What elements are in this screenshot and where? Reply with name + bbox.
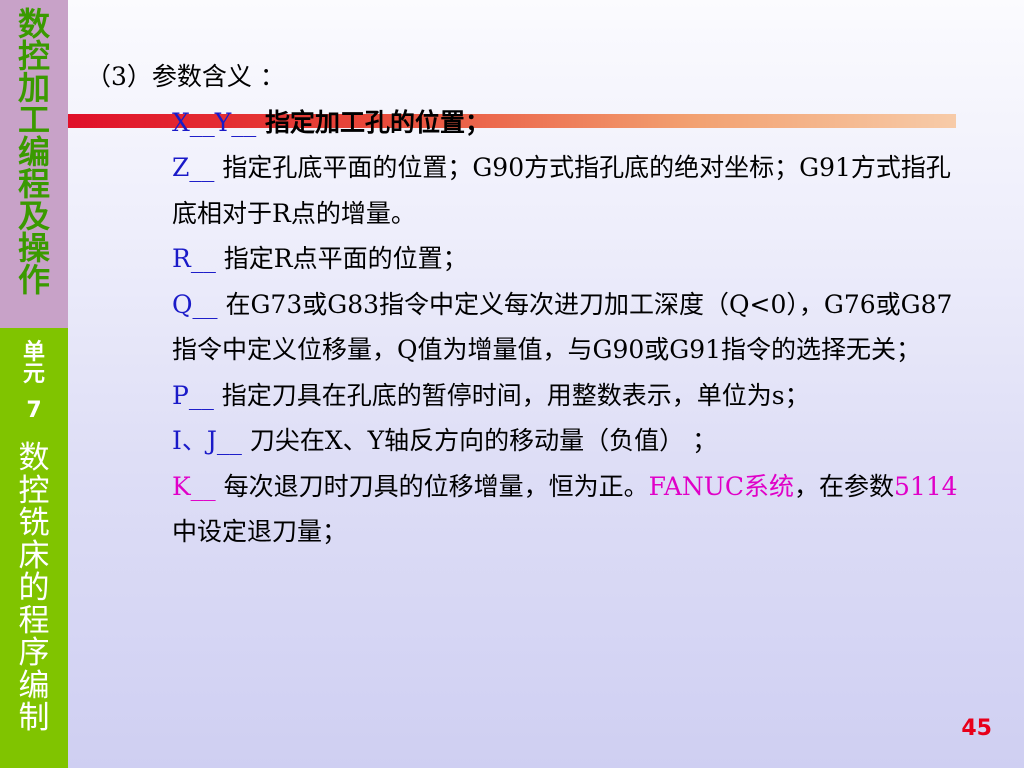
param-desc: 刀尖在X、Y轴反方向的移动量（负值） ； [241, 426, 718, 455]
param-k: K__ 每次退刀时刀具的位移增量，恒为正。FANUC系统，在参数5114 中设定… [86, 464, 966, 555]
parameter-number: 5114 [893, 471, 958, 501]
system-name: FANUC系统 [648, 471, 794, 501]
unit-title: 数控铣床的程序编制 [18, 440, 50, 737]
param-r: R__ 指定R点平面的位置； [86, 236, 966, 282]
page-number: 45 [961, 716, 992, 741]
param-key: P__ [172, 380, 214, 410]
param-desc: 指定刀具在孔底的暂停时间，用整数表示，单位为s； [213, 380, 810, 410]
param-desc-end: 中设定退刀量； [172, 517, 348, 546]
param-desc: 指定加工孔的位置； [256, 107, 491, 137]
param-desc-cont: ，在参数 [793, 471, 894, 501]
param-key: I、J__ [172, 426, 242, 455]
param-ij: I、J__ 刀尖在X、Y轴反方向的移动量（负值） ； [86, 418, 966, 464]
param-p: P__ 指定刀具在孔底的暂停时间，用整数表示，单位为s； [86, 373, 966, 419]
param-key: Z__ [172, 153, 215, 182]
param-desc: 指定R点平面的位置； [215, 244, 468, 273]
sidebar-unit-panel [0, 328, 68, 768]
param-key: K__ [172, 471, 216, 501]
unit-label: 单元 [22, 340, 45, 387]
param-key: X__Y__ [172, 107, 257, 137]
slide-body: （3）参数含义 ： X__Y__ 指定加工孔的位置； Z__ 指定孔底平面的位置… [86, 54, 966, 555]
sidebar-course-panel [0, 0, 68, 328]
unit-number: 7 [26, 398, 42, 423]
param-desc: 在G73或G83指令中定义每次进刀加工深度（Q<0），G76或G87指令中定义位… [172, 289, 953, 365]
section-heading: （3）参数含义 ： [86, 62, 285, 91]
param-desc: 指定孔底平面的位置；G90方式指孔底的绝对坐标；G91方式指孔底相对于R点的增量… [172, 153, 951, 228]
course-title: 数控加工编程及操作 [18, 5, 51, 299]
param-key: Q__ [172, 289, 218, 319]
param-xy: X__Y__ 指定加工孔的位置； [86, 100, 966, 146]
param-key: R__ [172, 244, 216, 273]
param-q: Q__ 在G73或G83指令中定义每次进刀加工深度（Q<0），G76或G87指令… [86, 282, 966, 373]
param-z: Z__ 指定孔底平面的位置；G90方式指孔底的绝对坐标；G91方式指孔底相对于R… [86, 145, 966, 236]
title-divider [68, 114, 956, 128]
param-desc: 每次退刀时刀具的位移增量，恒为正。 [215, 471, 649, 501]
